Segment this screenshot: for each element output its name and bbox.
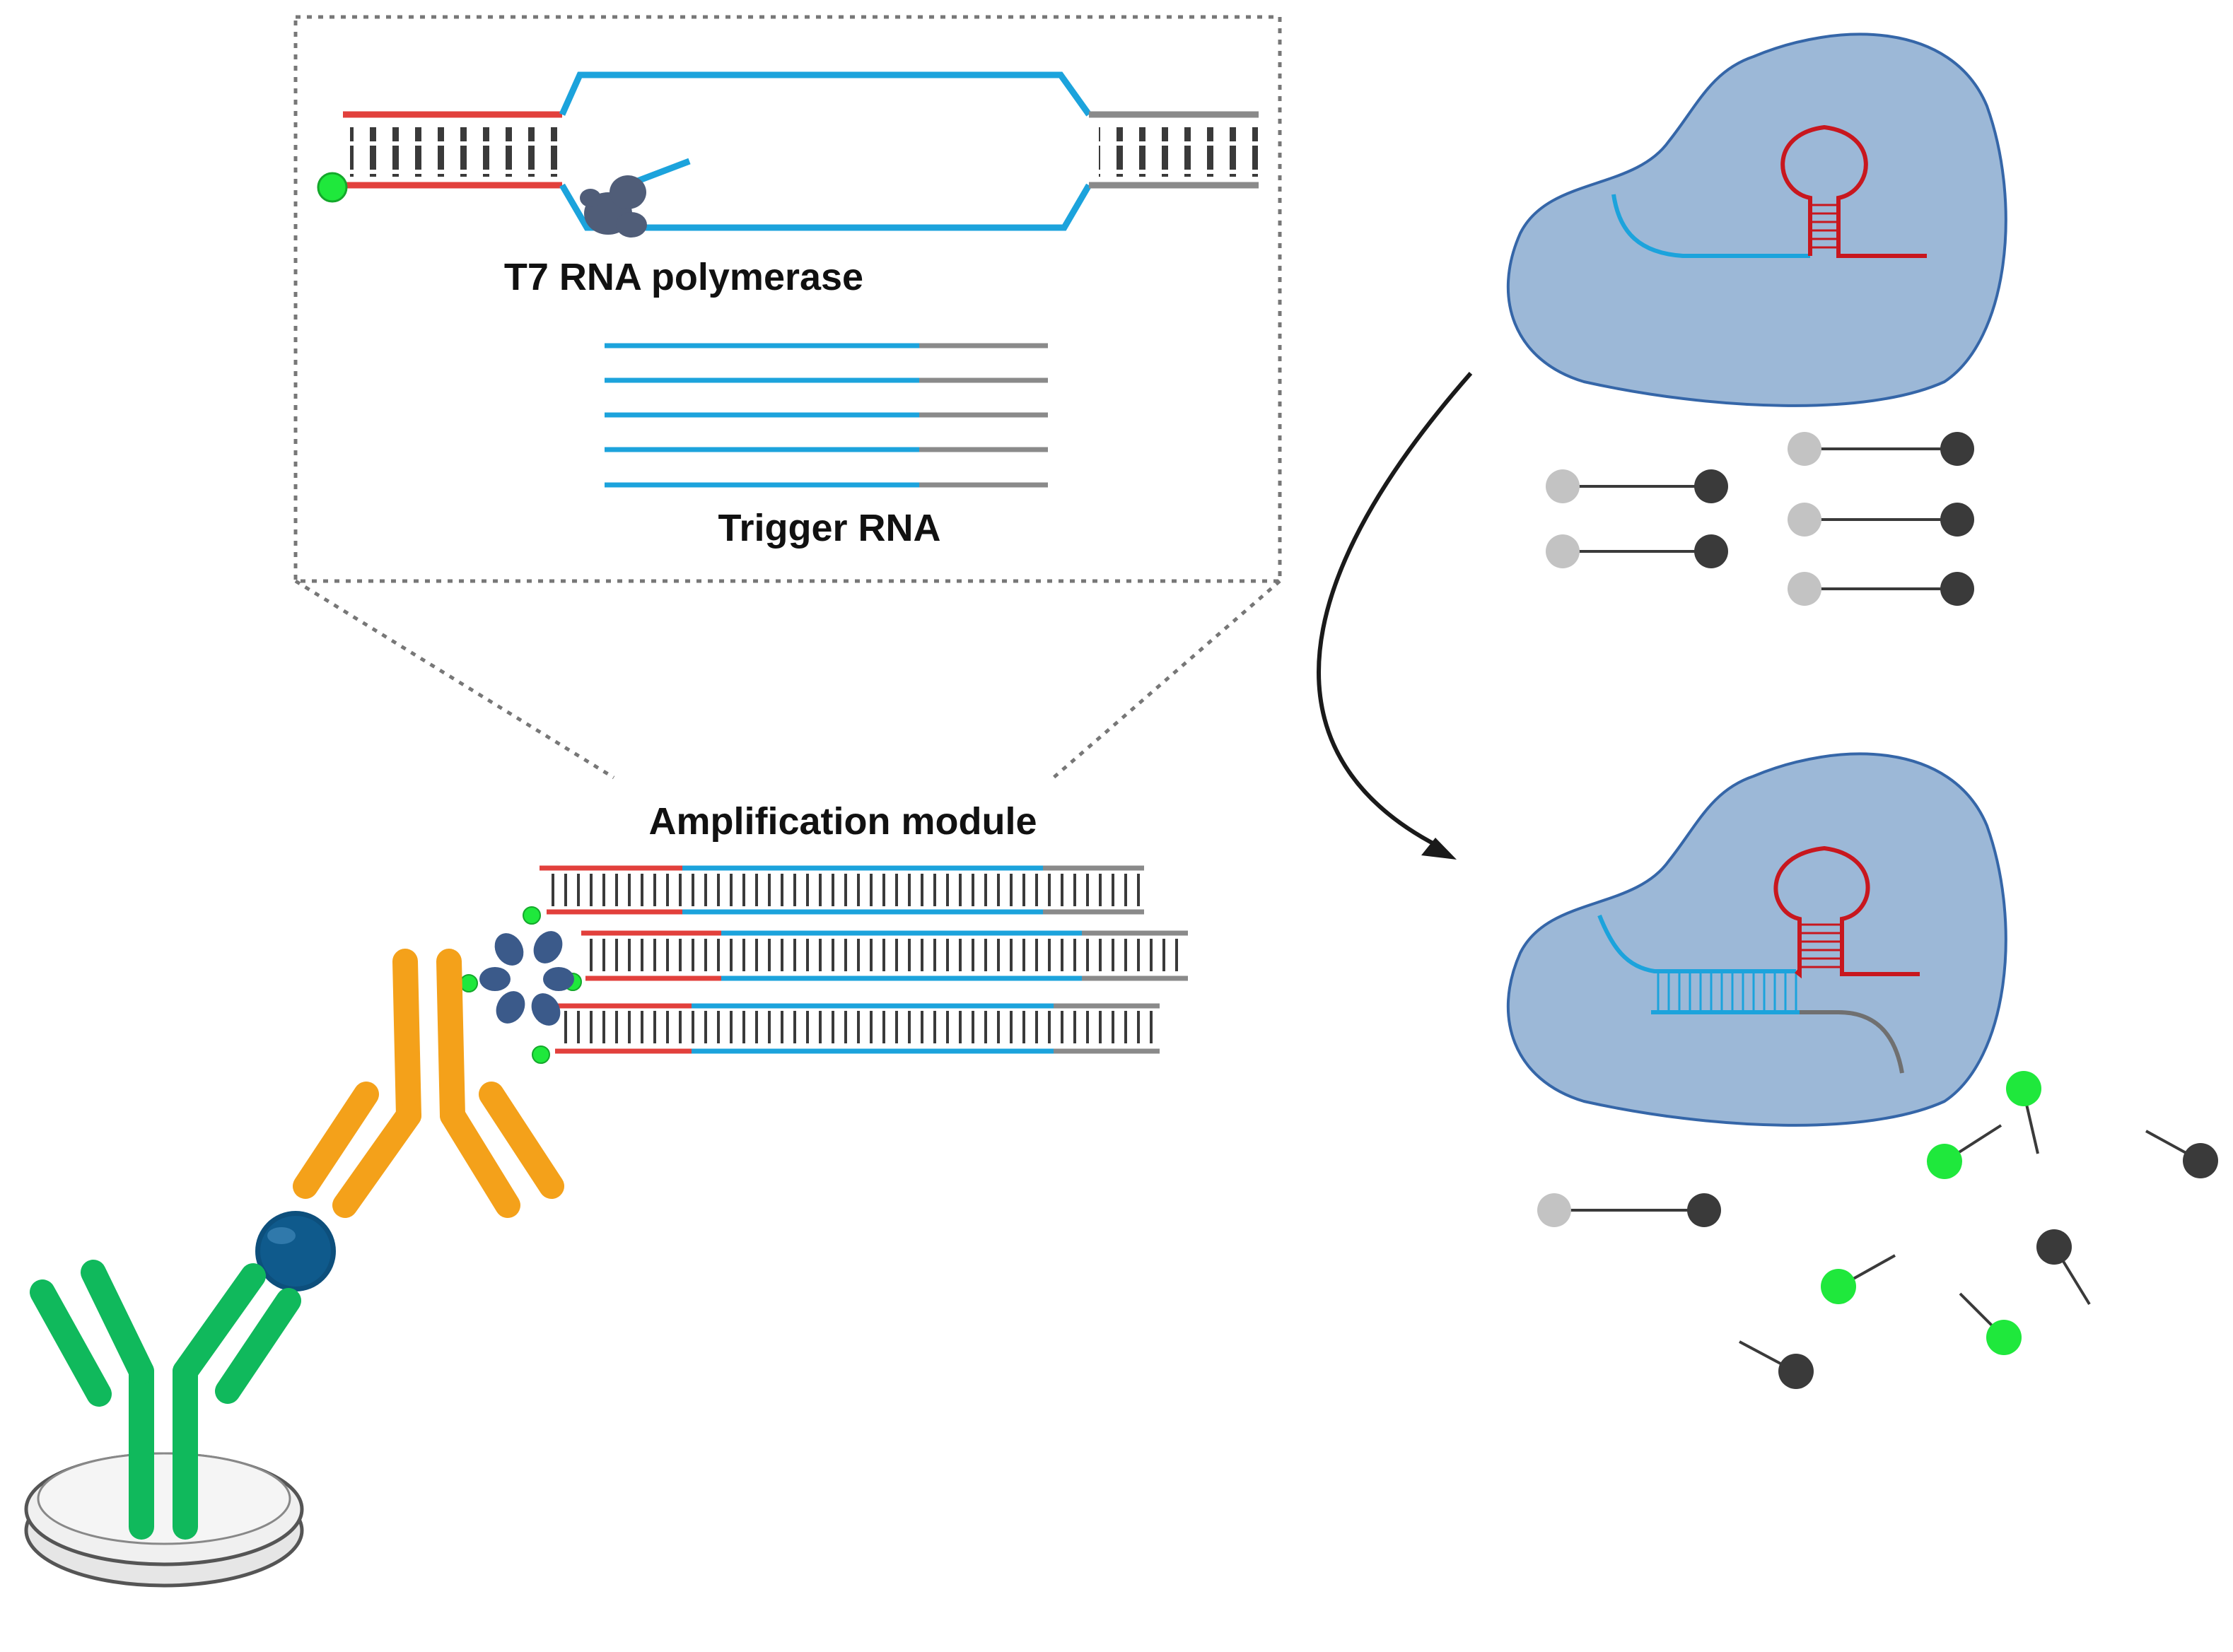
cell-before-trigger	[1506, 33, 2007, 407]
biotin-dot	[317, 172, 348, 203]
zoom-line-right	[1052, 580, 1281, 779]
quencher-fragment	[2145, 1130, 2218, 1178]
fluorophore-fragment	[2006, 1071, 2041, 1154]
hairpin-stem-open	[1800, 923, 1842, 968]
quencher-fragment	[2036, 1229, 2091, 1306]
template-dna	[317, 71, 1259, 238]
hairpin-stem	[1810, 204, 1838, 249]
trigger-pairing-rungs	[1657, 971, 1797, 1012]
switch-rna-blue	[1611, 194, 1810, 258]
reporter-probe	[1546, 469, 1728, 503]
biotin-dot-secondary	[460, 974, 478, 992]
amplification-duplex-1	[523, 865, 1144, 925]
quencher-fragment	[1739, 1340, 1814, 1389]
switch-rna-blue-open	[1597, 914, 1796, 973]
reaction-arrow	[1317, 372, 1473, 850]
streptavidin-icon	[479, 931, 574, 1026]
reporter-probe	[1546, 534, 1728, 568]
t7-rna-polymerase-icon	[580, 175, 647, 238]
fluorophore-fragment	[1821, 1254, 1896, 1304]
amplification-duplex-2	[564, 930, 1188, 991]
secondary-antibody	[293, 949, 564, 1218]
intact-reporter-bottom	[1537, 1193, 1721, 1227]
duplex-rungs-left	[350, 127, 562, 177]
cell-after-trigger	[1506, 752, 2007, 1127]
amplification-label: Amplification module	[648, 800, 1037, 843]
cell-body-bottom	[1506, 752, 2007, 1127]
reporter-probe	[1788, 432, 1974, 466]
zoom-inset: T7 RNA polymerase Trigger RNA	[293, 15, 1282, 780]
hairpin-loop	[1780, 124, 1927, 258]
duplex-rungs-right	[1099, 127, 1258, 177]
well-plate-icon	[24, 1452, 304, 1588]
blue-strand-bottom	[559, 183, 1092, 231]
cleaved-fluorophores	[1821, 1071, 2041, 1355]
cell-body-top	[1506, 33, 2007, 407]
fluorophore-fragment	[1959, 1292, 2022, 1355]
bound-trigger-gray	[1800, 1010, 1904, 1074]
primary-antibody	[30, 1260, 301, 1540]
intact-reporters-top	[1546, 432, 1974, 606]
inset-frame	[293, 15, 1282, 583]
hairpin-loop-open	[1773, 845, 1920, 979]
trigger-rna-transcripts	[605, 343, 1048, 488]
trigger-label: Trigger RNA	[718, 507, 940, 549]
cleaved-quenchers	[1739, 1130, 2218, 1389]
zoom-line-left	[294, 579, 615, 780]
blue-strand-top	[559, 71, 1092, 117]
reporter-probe	[1788, 503, 1974, 537]
reporter-probe	[1788, 572, 1974, 606]
fluorophore-fragment	[1927, 1124, 2002, 1179]
amplification-duplex-3	[532, 1003, 1160, 1064]
magnetic-bead-icon	[255, 1211, 336, 1291]
reaction-arrowhead	[1421, 838, 1457, 860]
polymerase-label: T7 RNA polymerase	[504, 256, 863, 298]
